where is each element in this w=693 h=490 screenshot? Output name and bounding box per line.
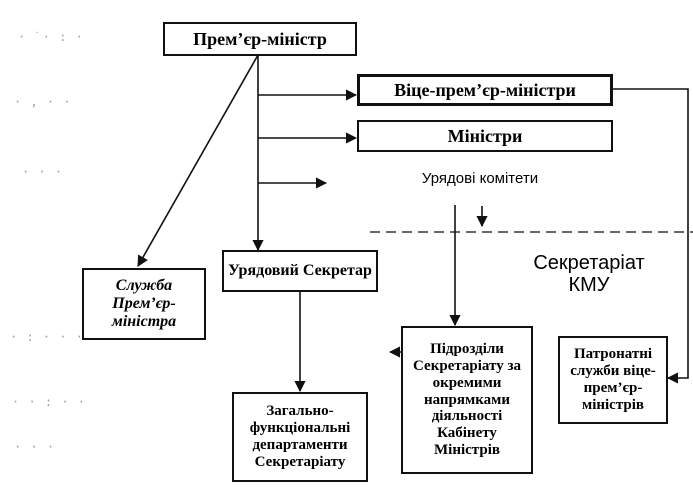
government-secretary-label: Урядовий Секретар <box>228 262 372 280</box>
ministers-label: Міністри <box>447 125 523 146</box>
vice-prime-ministers-box: Віце-прем’єр-міністри <box>357 74 613 106</box>
government-secretary-box: Урядовий Секретар <box>222 250 378 292</box>
scan-noise: · · · <box>14 440 56 454</box>
pm-service-box: Служба Прем’єр-міністра <box>82 268 206 340</box>
secretariat-subdivisions-label: Підрозділи Секретаріату за окремими напр… <box>413 341 521 458</box>
pm-to-service-arrow <box>137 54 259 267</box>
secretariat-cmu-label: Секретаріат КМУ <box>533 252 645 296</box>
scan-noise: · , · · <box>14 95 72 109</box>
scan-noise: · : · · · <box>10 330 85 344</box>
scan-noise: · · : · · <box>12 395 87 409</box>
pm-service-label: Служба Прем’єр-міністра <box>111 277 177 330</box>
general-departments-label: Загально-функціональні департаменти Секр… <box>249 403 351 470</box>
patronage-services-box: Патронатні служби віце-прем’єр-міністрів <box>558 336 668 424</box>
secretariat-subdivisions-box: Підрозділи Секретаріату за окремими напр… <box>401 326 533 474</box>
ministers-box: Міністри <box>357 120 613 152</box>
scan-noise: · ̇ · : · <box>18 30 84 44</box>
patronage-services-label: Патронатні служби віце-прем’єр-міністрів <box>570 346 656 413</box>
prime-minister-label: Прем’єр-міністр <box>193 28 327 49</box>
scan-noise: · · · <box>22 165 64 179</box>
general-departments-box: Загально-функціональні департаменти Секр… <box>232 392 368 482</box>
vice-to-patronage-line <box>612 88 689 384</box>
government-committees-label: Урядові комітети <box>421 170 539 187</box>
vice-prime-ministers-label: Віце-прем’єр-міністри <box>394 79 576 100</box>
prime-minister-box: Прем’єр-міністр <box>163 22 357 56</box>
